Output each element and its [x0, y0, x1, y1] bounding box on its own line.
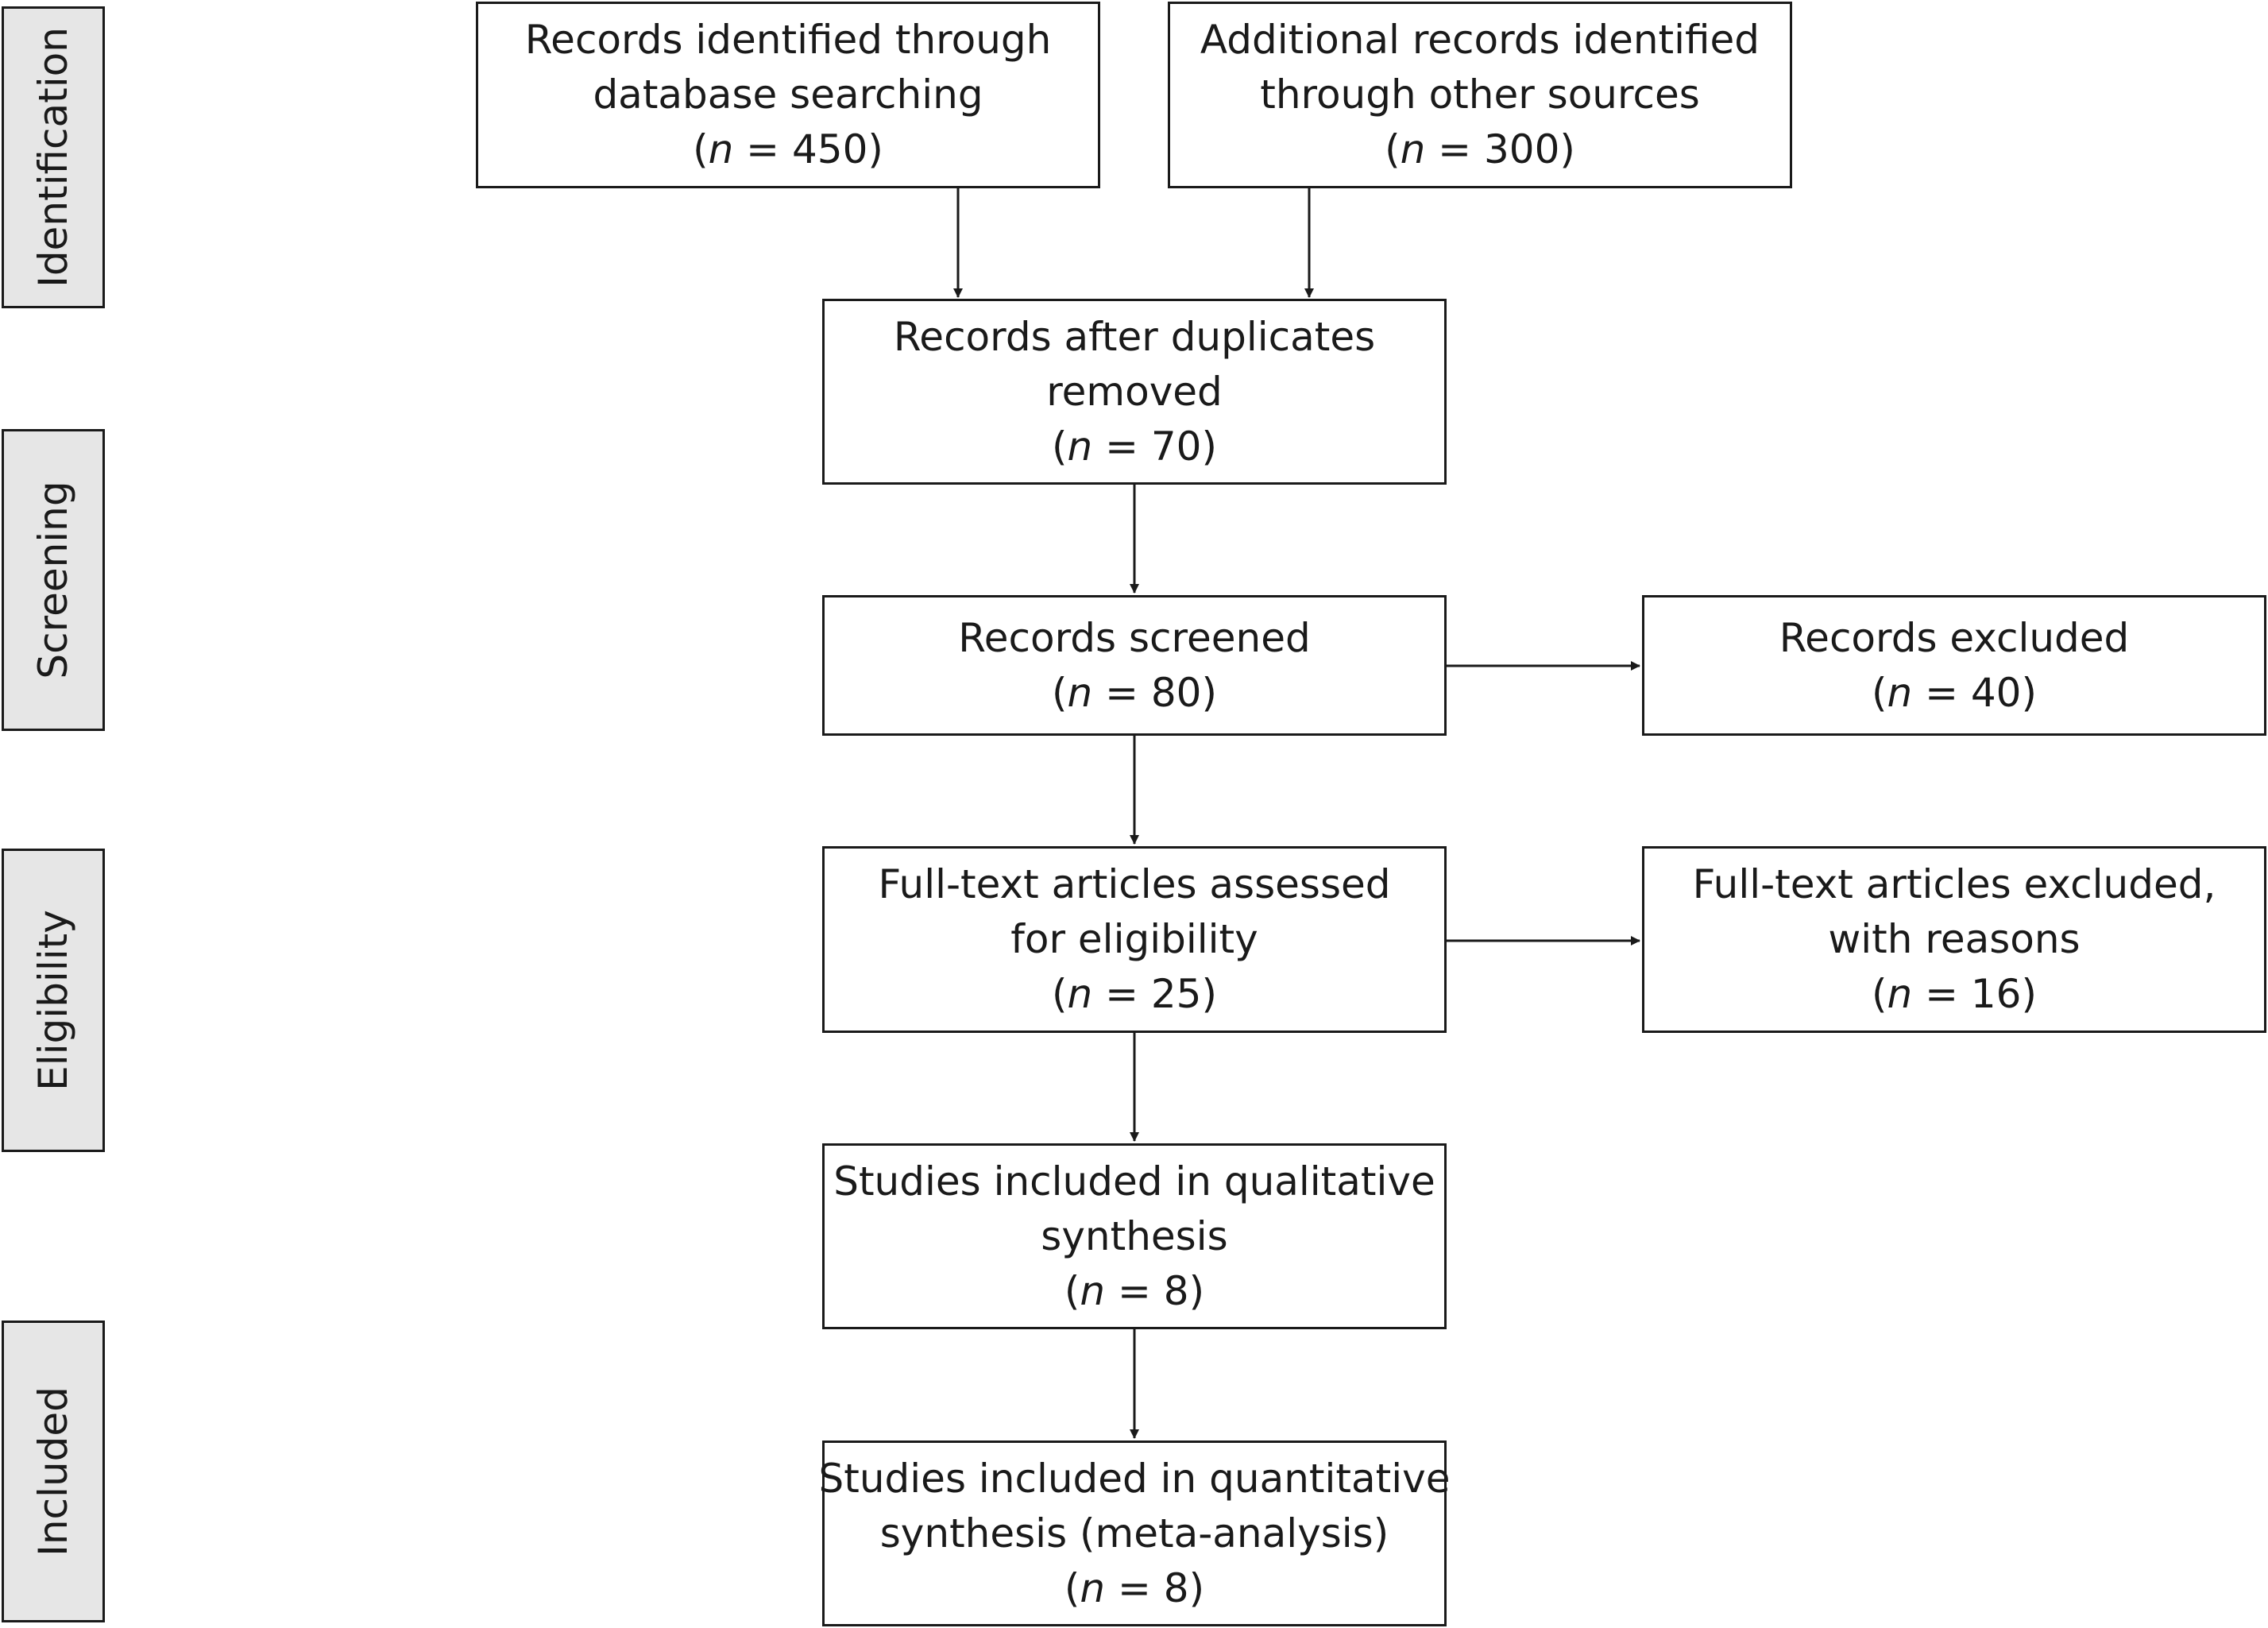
n-value: 8: [1163, 1564, 1189, 1611]
record-count: (n = 16): [1871, 971, 2038, 1017]
records-other-sources-box: Additional records identified through ot…: [1168, 2, 1792, 188]
box-text-line: synthesis: [1041, 1212, 1228, 1259]
n-value: 40: [1970, 669, 2022, 716]
n-value: 70: [1150, 423, 1202, 470]
n-label: n: [708, 126, 734, 172]
box-text-line: with reasons: [1828, 916, 2081, 962]
n-label: n: [1887, 971, 1913, 1017]
record-count: (n = 25): [1051, 971, 1218, 1017]
phase-identification: Identification: [2, 6, 105, 308]
box-text-line: synthesis (meta-analysis): [879, 1510, 1389, 1556]
n-label: n: [1080, 1267, 1106, 1314]
records-excluded-box: Records excluded (n = 40): [1642, 595, 2266, 736]
box-text-line: Records after duplicates: [893, 313, 1376, 360]
n-value: 8: [1163, 1267, 1189, 1314]
phase-screening: Screening: [2, 429, 105, 731]
records-after-duplicates-box: Records after duplicates removed (n = 70…: [822, 299, 1447, 485]
records-screened-box: Records screened (n = 80): [822, 595, 1447, 736]
n-label: n: [1067, 971, 1093, 1017]
n-label: n: [1887, 669, 1913, 716]
box-text-line: Additional records identified: [1200, 17, 1760, 63]
fulltext-assessed-box: Full-text articles assessed for eligibil…: [822, 846, 1447, 1033]
records-database-box: Records identified through database sear…: [476, 2, 1100, 188]
box-text-line: removed: [1046, 368, 1223, 415]
record-count: (n = 40): [1871, 669, 2038, 716]
box-text-line: Records excluded: [1779, 614, 2130, 661]
record-count: (n = 8): [1064, 1267, 1205, 1314]
box-text-line: Studies included in quantitative: [818, 1455, 1451, 1502]
n-label: n: [1080, 1564, 1106, 1611]
box-text-line: for eligibility: [1010, 916, 1258, 962]
n-value: 80: [1150, 669, 1202, 716]
box-text-line: Records screened: [958, 614, 1311, 661]
phase-eligibility: Eligibility: [2, 849, 105, 1152]
n-label: n: [1400, 126, 1426, 172]
n-label: n: [1067, 669, 1093, 716]
n-value: 16: [1970, 971, 2022, 1017]
record-count: (n = 70): [1051, 423, 1218, 470]
box-text-line: through other sources: [1260, 72, 1700, 118]
box-text-line: Records identified through: [524, 17, 1052, 63]
quantitative-synthesis-box: Studies included in quantitative synthes…: [819, 1440, 1451, 1626]
n-value: 25: [1150, 971, 1202, 1017]
box-text-line: Full-text articles assessed: [878, 861, 1391, 907]
phase-included: Included: [2, 1321, 105, 1622]
qualitative-synthesis-box: Studies included in qualitative synthesi…: [822, 1143, 1447, 1329]
fulltext-excluded-box: Full-text articles excluded, with reason…: [1642, 846, 2266, 1033]
box-text-line: database searching: [593, 72, 983, 118]
box-text-line: Studies included in qualitative: [833, 1158, 1435, 1205]
record-count: (n = 300): [1385, 126, 1575, 172]
record-count: (n = 8): [1064, 1564, 1205, 1611]
n-value: 300: [1483, 126, 1560, 172]
n-value: 450: [791, 126, 868, 172]
record-count: (n = 450): [693, 126, 883, 172]
box-text-line: Full-text articles excluded,: [1692, 861, 2216, 907]
record-count: (n = 80): [1051, 669, 1218, 716]
n-label: n: [1067, 423, 1093, 470]
